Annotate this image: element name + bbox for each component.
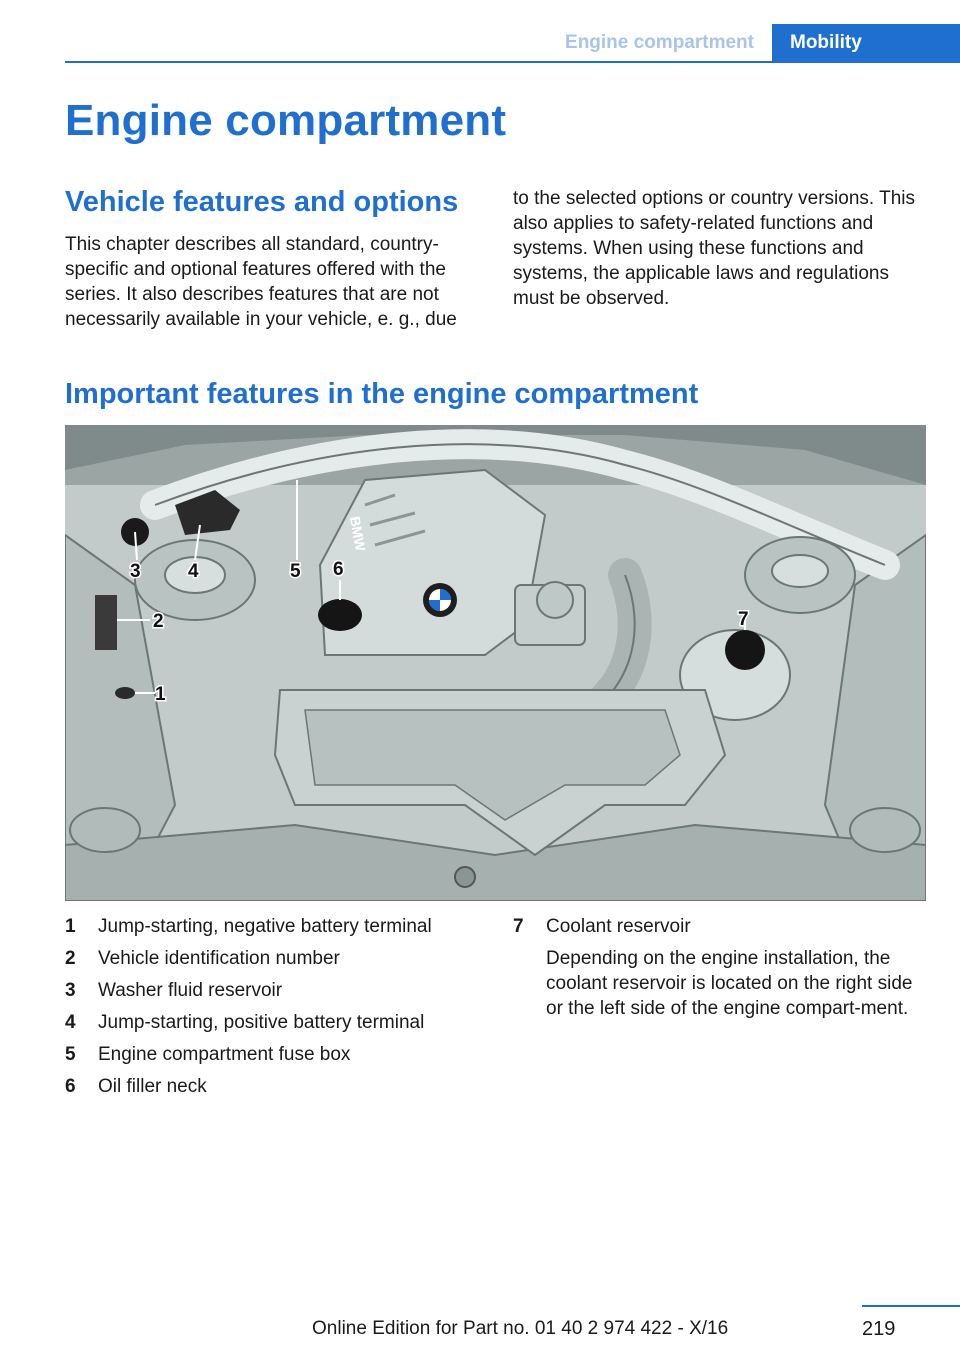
intro-paragraph-right: to the selected options or country versi…	[513, 188, 916, 309]
legend-number: 2	[65, 948, 76, 969]
legend-number: 6	[65, 1076, 76, 1097]
legend-label: Jump-starting, positive battery terminal	[98, 1012, 425, 1033]
legend-item: 3 Washer fluid reservoir	[65, 978, 485, 1003]
legend-right-column: 7 Coolant reservoir Depending on the eng…	[513, 914, 928, 1021]
legend-label: Engine compartment fuse box	[98, 1044, 351, 1065]
engine-compartment-illustration: 1 2 3 4 5 6 7 BMW	[65, 425, 926, 901]
engine-badge-text: BMW	[347, 515, 369, 553]
legend-left-column: 1 Jump-starting, negative battery termin…	[65, 914, 485, 1106]
callout-1: 1	[155, 684, 166, 705]
legend-label: Vehicle identification number	[98, 948, 340, 969]
callout-3: 3	[130, 561, 141, 582]
legend-item: 5 Engine compartment fuse box	[65, 1042, 485, 1067]
chapter-tab[interactable]: Mobility	[772, 24, 960, 62]
legend-item: 4 Jump-starting, positive battery termin…	[65, 1010, 485, 1035]
legend-label: Washer fluid reservoir	[98, 980, 283, 1001]
legend-item: 1 Jump-starting, negative battery termin…	[65, 914, 485, 939]
callout-7: 7	[738, 609, 749, 630]
callout-6: 6	[333, 559, 344, 580]
legend-number: 4	[65, 1012, 76, 1033]
legend-label: Oil filler neck	[98, 1076, 207, 1097]
legend-item: 2 Vehicle identification number	[65, 946, 485, 971]
legend-number: 5	[65, 1044, 76, 1065]
legend-item: 7 Coolant reservoir	[513, 914, 928, 939]
legend-number: 7	[513, 916, 524, 937]
legend-label: Jump-starting, negative battery terminal	[98, 916, 432, 937]
section-tab[interactable]: Engine compartment	[547, 24, 772, 62]
header-tabs: Engine compartment Mobility	[547, 24, 960, 62]
legend-label: Coolant reservoir	[546, 916, 691, 937]
legend-note: Depending on the engine installation, th…	[546, 948, 913, 1019]
page-number: 219	[862, 1318, 896, 1340]
page-title: Engine compartment	[65, 96, 507, 145]
section-title-engine-features: Important features in the engine compart…	[65, 378, 699, 410]
callout-5: 5	[290, 561, 301, 582]
intro-paragraph-left: This chapter describes all standard, cou…	[65, 234, 457, 330]
callout-2: 2	[153, 611, 164, 632]
section-title-vehicle-features: Vehicle features and options	[65, 186, 459, 218]
legend-number: 1	[65, 916, 76, 937]
footer-edition-note: Online Edition for Part no. 01 40 2 974 …	[312, 1318, 729, 1339]
legend-number: 3	[65, 980, 76, 1001]
footer-rule	[862, 1305, 960, 1307]
callout-4: 4	[188, 561, 199, 582]
header-rule	[65, 61, 960, 63]
legend-item: 6 Oil filler neck	[65, 1074, 485, 1099]
